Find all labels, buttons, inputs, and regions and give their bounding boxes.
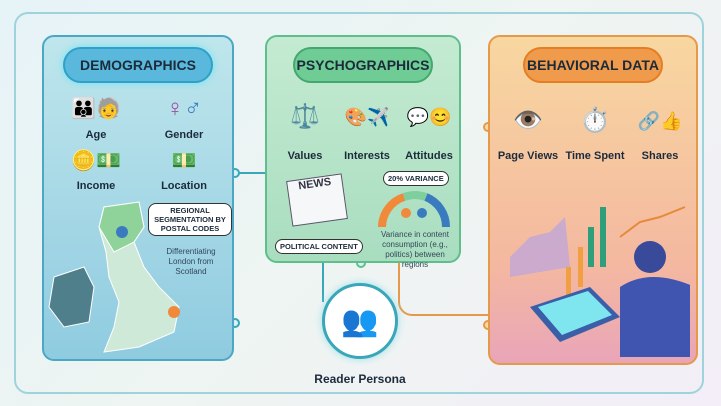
- values-label: Values: [287, 150, 323, 162]
- emoji-bubbles-icon: 💬😊: [406, 107, 452, 127]
- behavioral-panel: BEHAVIORAL DATA 👁️ Page Views ⏱️ Time Sp…: [488, 35, 698, 365]
- behavioral-title: BEHAVIORAL DATA: [523, 47, 663, 83]
- gender-label: Gender: [164, 129, 204, 141]
- location-pin-icon: [116, 226, 128, 238]
- banknotes-icon: 💵: [171, 150, 197, 172]
- hobbies-icon: 🎨✈️: [344, 107, 390, 127]
- eyes-icon: 👁️: [513, 107, 543, 134]
- variance-gauge: [378, 191, 451, 228]
- demographics-panel: DEMOGRAPHICS 👪🧓 Age ♀♂ Gender 🪙💵 Income …: [42, 35, 234, 361]
- gender-symbols-icon: ♀♂: [166, 95, 202, 122]
- group-people-icon: 👥: [341, 305, 379, 338]
- psychographics-panel: PSYCHOGRAPHICS ⚖️ Values 🎨✈️ Interests 💬…: [265, 35, 461, 269]
- share-icon: 🔗👍: [637, 111, 683, 131]
- news-word: NEWS: [297, 175, 332, 193]
- people-ages-icon: 👪🧓: [71, 98, 121, 120]
- scale-icon: ⚖️: [290, 103, 320, 130]
- interests-label: Interests: [344, 150, 390, 162]
- shares-label: Shares: [641, 150, 679, 162]
- stopwatch-icon: ⏱️: [580, 107, 610, 134]
- reader-persona-avatar: 👥: [322, 283, 398, 359]
- coins-icon: 🪙💵: [71, 150, 121, 172]
- reader-persona-label: Reader Persona: [314, 372, 406, 386]
- attitudes-label: Attitudes: [405, 150, 453, 162]
- demographics-title: DEMOGRAPHICS: [63, 47, 213, 83]
- location-pin-icon: [168, 306, 180, 318]
- age-label: Age: [85, 129, 107, 141]
- location-label: Location: [161, 180, 207, 192]
- newspaper-icon: NEWS: [286, 173, 348, 227]
- variance-note: Variance in content consumption (e.g., p…: [381, 230, 449, 269]
- variance-tag: 20% VARIANCE: [383, 171, 449, 186]
- income-label: Income: [76, 180, 116, 192]
- time-spent-label: Time Spent: [565, 150, 625, 162]
- page-views-label: Page Views: [497, 150, 559, 162]
- analytics-illustration: [510, 206, 690, 357]
- psychographics-title: PSYCHOGRAPHICS: [293, 47, 433, 83]
- map-note: Differentiating London from Scotland: [166, 247, 216, 276]
- regional-segmentation-tag: REGIONAL SEGMENTATION BY POSTAL CODES: [148, 203, 232, 236]
- political-content-tag: POLITICAL CONTENT: [275, 239, 363, 254]
- uk-map: [48, 201, 180, 353]
- connector-frame: [14, 12, 704, 394]
